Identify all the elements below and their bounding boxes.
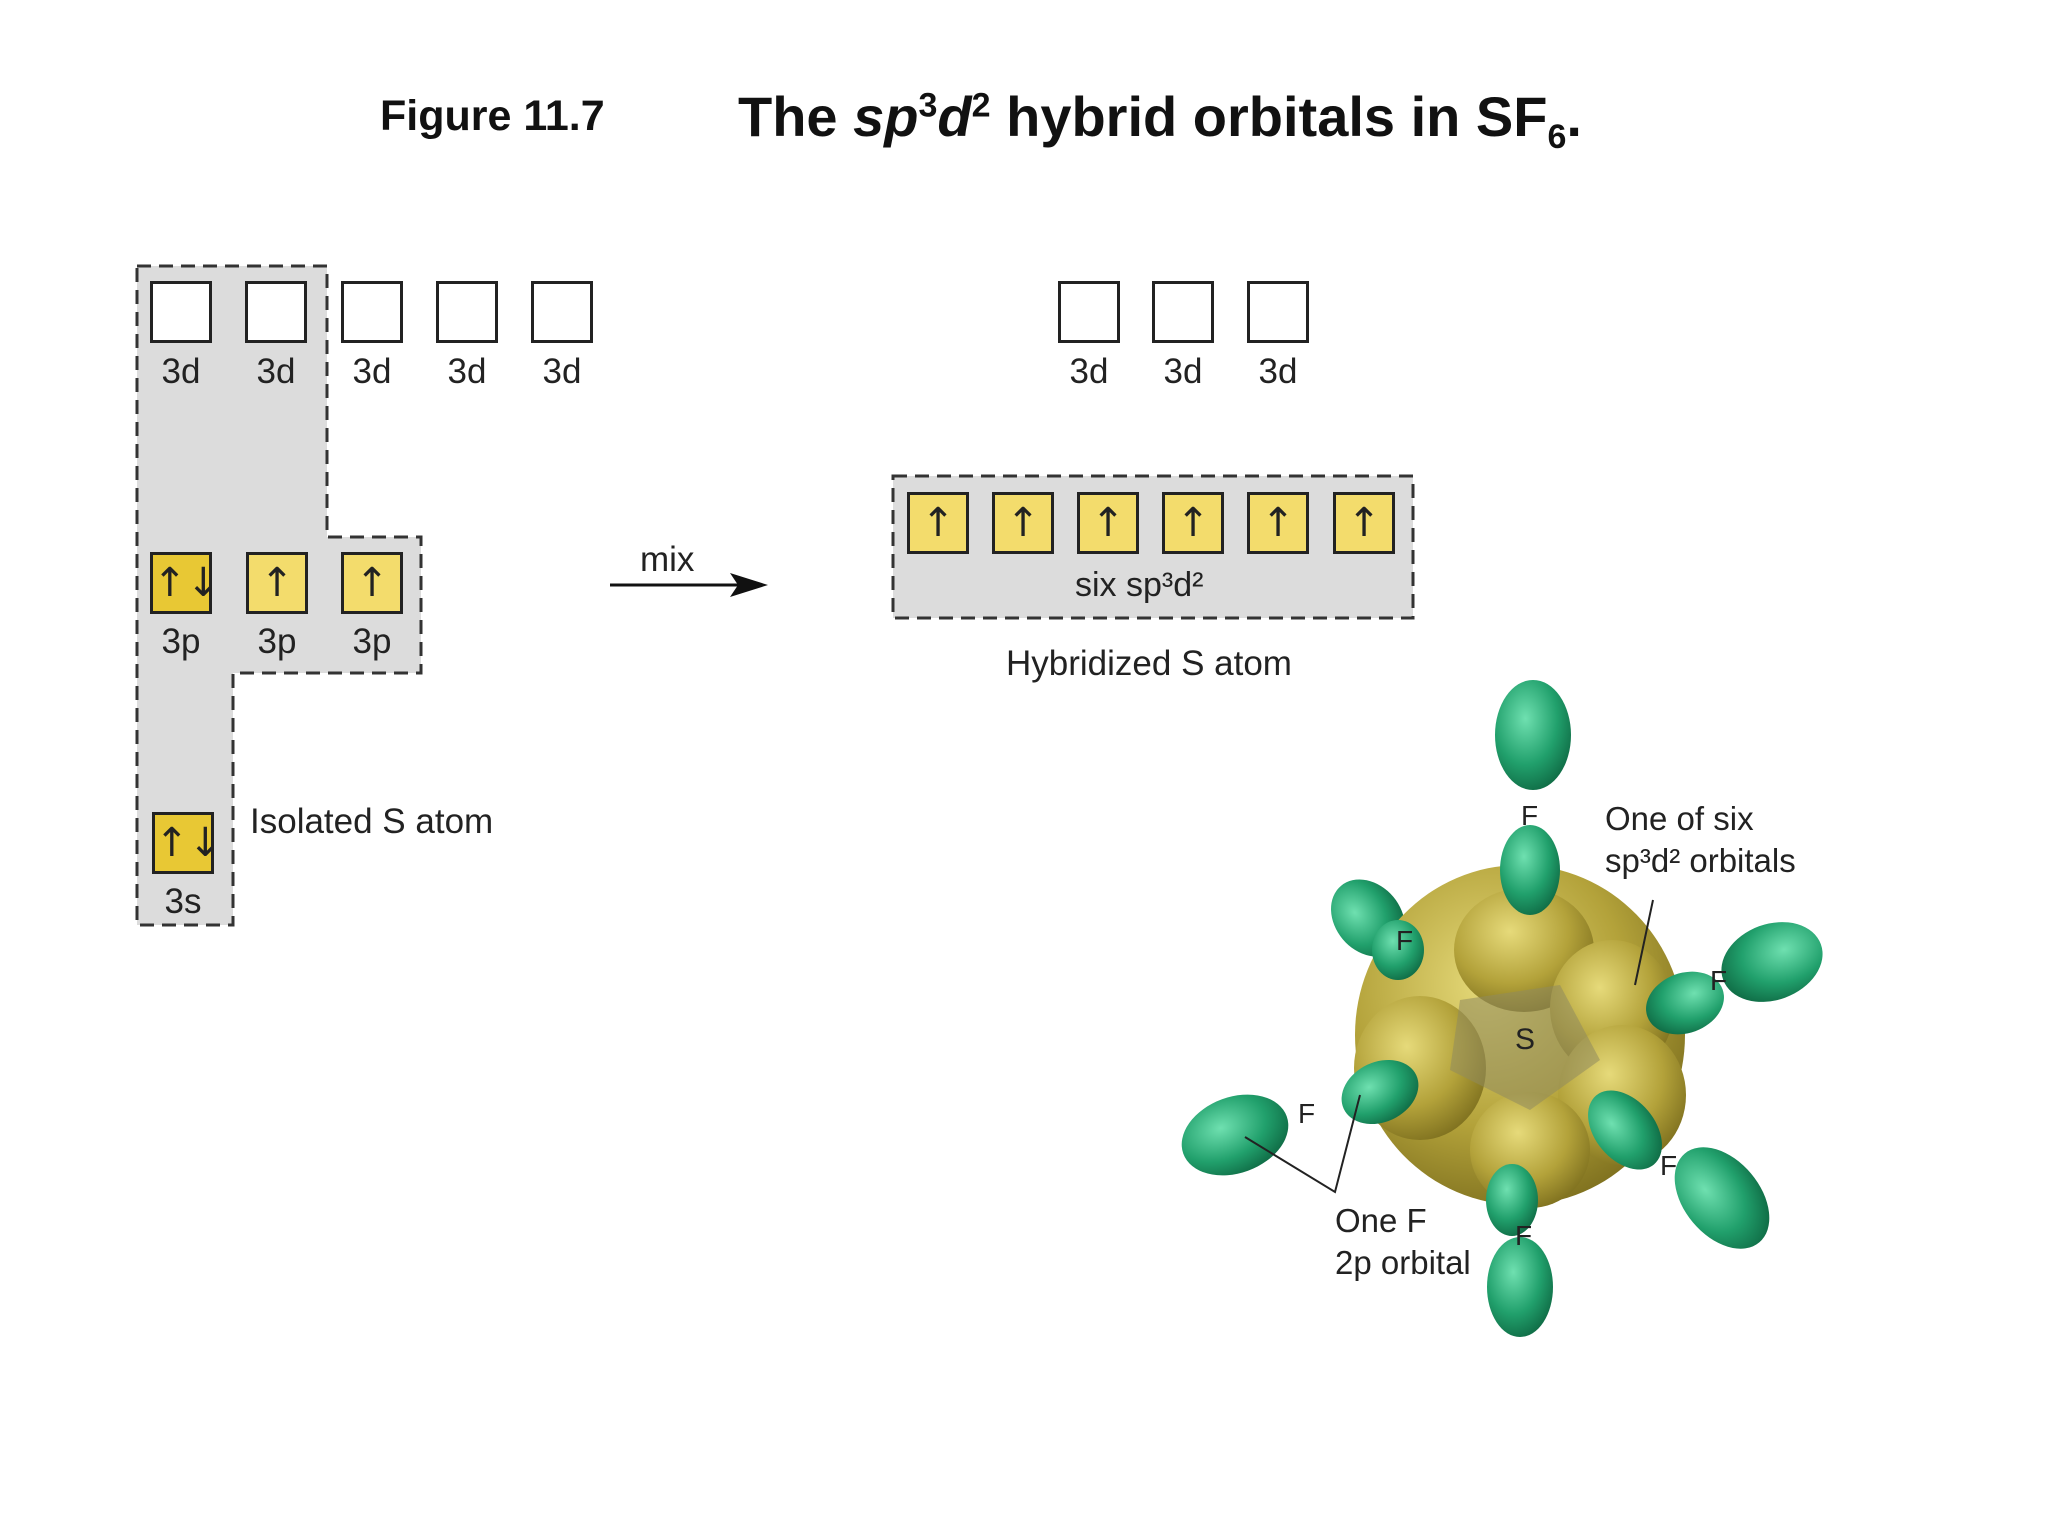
orbital-box-hybrid: ↑ xyxy=(1247,492,1309,554)
mix-arrow xyxy=(610,573,768,597)
f-lobe-bottom xyxy=(1487,1237,1553,1337)
f-lobe-top xyxy=(1495,680,1571,790)
f-lobe-lower-right xyxy=(1674,1147,1770,1249)
fluorine-label: F xyxy=(1660,1150,1678,1181)
orbital-label: 3d xyxy=(1163,352,1203,391)
orbital-label: 3s xyxy=(164,882,202,921)
orbital-box-hybrid: ↑ xyxy=(1162,492,1224,554)
fluorine-label: F xyxy=(1521,800,1539,831)
orbital-box-hybrid: ↑ xyxy=(1077,492,1139,554)
mix-label: mix xyxy=(640,540,695,579)
fluorine-label: F xyxy=(1396,925,1414,956)
figure-title: The sp3d2 hybrid orbitals in SF6. xyxy=(738,85,1582,157)
orbital-box-3d xyxy=(341,281,403,343)
orbital-box-3p: ↑↓ xyxy=(150,552,220,614)
orbital-label: 3d xyxy=(1258,352,1298,391)
fluorine-label: F xyxy=(1710,965,1728,996)
orbital-box-3d xyxy=(436,281,498,343)
orbital-label: 3d xyxy=(352,352,392,391)
orbital-label: 3d xyxy=(1069,352,1109,391)
isolated-caption: Isolated S atom xyxy=(250,802,494,841)
orbital-box-3p: ↑ xyxy=(246,552,308,614)
orbital-box-3d xyxy=(150,281,212,343)
orbital-box-3s: ↑↓ xyxy=(152,812,222,874)
orbital-label: 3p xyxy=(352,622,392,661)
sf6-molecule xyxy=(1181,680,1823,1337)
orbital-box-3d xyxy=(1247,281,1309,343)
hybrid-region xyxy=(891,474,1415,620)
hybrid-label: six sp³d² xyxy=(1075,566,1204,604)
orbital-label: 3d xyxy=(256,352,296,391)
orbital-box-3p: ↑ xyxy=(341,552,403,614)
orbital-label: 3p xyxy=(257,622,297,661)
f-lobe-right xyxy=(1721,922,1823,1002)
orbital-box-3d xyxy=(1058,281,1120,343)
orbital-box-3d xyxy=(245,281,307,343)
orbital-box-hybrid: ↑ xyxy=(907,492,969,554)
orbital-box-hybrid: ↑ xyxy=(992,492,1054,554)
fluorine-label: F xyxy=(1298,1098,1316,1129)
orbital-box-hybrid: ↑ xyxy=(1333,492,1395,554)
hybrid-caption: Hybridized S atom xyxy=(1006,644,1292,683)
f-lobe-left xyxy=(1181,1094,1289,1176)
orbital-box-3d xyxy=(1152,281,1214,343)
sulfur-label: S xyxy=(1515,1023,1536,1056)
figure-label: Figure 11.7 xyxy=(380,92,605,140)
orbital-label: 3d xyxy=(161,352,201,391)
f-orbital-callout: One F 2p orbital xyxy=(1335,1202,1471,1281)
orbital-label: 3p xyxy=(161,622,201,661)
orbital-label: 3d xyxy=(542,352,582,391)
fluorine-label: F xyxy=(1515,1220,1533,1251)
hybrid-callout: One of six sp³d² orbitals xyxy=(1605,800,1796,879)
orbital-label: 3d xyxy=(447,352,487,391)
orbital-box-3d xyxy=(531,281,593,343)
